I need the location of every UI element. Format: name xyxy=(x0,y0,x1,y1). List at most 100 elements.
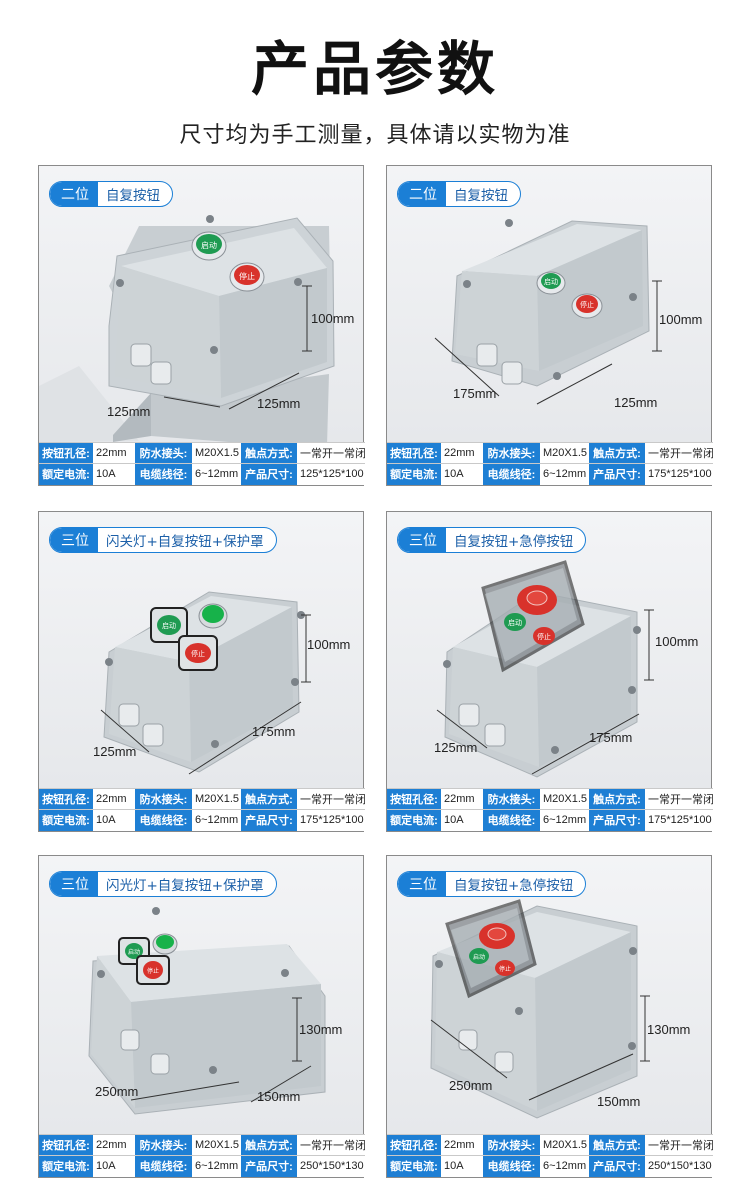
spec-value-contact: 一常开一常闭 xyxy=(645,442,713,464)
spec-label-cable: 电缆线径: xyxy=(135,1155,192,1177)
spec-value-size: 125*125*100 xyxy=(297,463,365,485)
start-button-label: 启动 xyxy=(201,240,217,250)
spec-label-current: 额定电流: xyxy=(387,1155,441,1177)
tag-level: 三位 xyxy=(398,872,446,896)
spec-label-current: 额定电流: xyxy=(39,1155,93,1177)
stop-button-label: 停止 xyxy=(239,271,255,281)
spec-value-hole: 22mm xyxy=(441,1134,483,1156)
spec-label-contact: 触点方式: xyxy=(589,442,645,464)
spec-value-gland: M20X1.5 xyxy=(192,442,241,464)
spec-label-current: 额定电流: xyxy=(39,463,93,485)
spec-value-current: 10A xyxy=(93,1155,135,1177)
spec-value-gland: M20X1.5 xyxy=(192,788,241,810)
spec-label-hole: 按钮孔径: xyxy=(387,442,441,464)
start-button-label: 启动 xyxy=(128,948,140,956)
product-tag: 三位 自复按钮+急停按钮 xyxy=(397,527,587,553)
spec-value-current: 10A xyxy=(93,809,135,831)
tag-level: 三位 xyxy=(50,872,98,896)
spec-label-contact: 触点方式: xyxy=(589,788,645,810)
depth-dimension: 150mm xyxy=(597,1094,641,1109)
height-dimension: 100mm xyxy=(311,311,355,326)
spec-label-size: 产品尺寸: xyxy=(241,463,297,485)
spec-label-contact: 触点方式: xyxy=(241,788,297,810)
tag-level: 二位 xyxy=(50,182,98,206)
product-photo: 启动 停止 三位 闪关灯+自复按钮+保护罩 100mm 125mm 175mm xyxy=(39,512,363,788)
spec-value-current: 10A xyxy=(441,463,483,485)
spec-label-cable: 电缆线径: xyxy=(483,809,540,831)
depth-dimension: 125mm xyxy=(614,395,658,410)
spec-value-contact: 一常开一常闭 xyxy=(297,788,365,810)
width-dimension: 125mm xyxy=(434,740,478,755)
spec-label-contact: 触点方式: xyxy=(589,1134,645,1156)
depth-dimension: 175mm xyxy=(589,730,633,745)
stop-button-label: 停止 xyxy=(191,649,205,658)
spec-table: 按钮孔径: 22mm 防水接头: M20X1.5 触点方式: 一常开一常闭 额定… xyxy=(39,788,365,831)
start-button-label: 启动 xyxy=(508,618,522,627)
spec-value-size: 250*150*130 xyxy=(297,1155,365,1177)
spec-value-hole: 22mm xyxy=(441,442,483,464)
spec-value-contact: 一常开一常闭 xyxy=(645,788,713,810)
enclosure-illustration: 启动 停止 xyxy=(39,215,335,442)
spec-label-gland: 防水接头: xyxy=(135,788,192,810)
product-tag: 二位 自复按钮 xyxy=(49,181,173,207)
width-dimension: 175mm xyxy=(453,386,497,401)
spec-label-current: 额定电流: xyxy=(387,809,441,831)
spec-label-size: 产品尺寸: xyxy=(589,463,645,485)
depth-dimension: 175mm xyxy=(252,724,296,739)
spec-label-cable: 电缆线径: xyxy=(483,1155,540,1177)
spec-label-cable: 电缆线径: xyxy=(135,809,192,831)
spec-label-hole: 按钮孔径: xyxy=(387,1134,441,1156)
product-photo: 启动 停止 二位 自复按钮 100mm 175mm 125mm xyxy=(387,166,711,442)
height-dimension: 130mm xyxy=(647,1022,691,1037)
spec-value-current: 10A xyxy=(441,809,483,831)
spec-table: 按钮孔径: 22mm 防水接头: M20X1.5 触点方式: 一常开一常闭 额定… xyxy=(387,1134,713,1177)
spec-value-hole: 22mm xyxy=(93,1134,135,1156)
spec-value-hole: 22mm xyxy=(93,442,135,464)
spec-value-hole: 22mm xyxy=(93,788,135,810)
spec-value-gland: M20X1.5 xyxy=(540,1134,589,1156)
spec-value-current: 10A xyxy=(441,1155,483,1177)
depth-dimension: 125mm xyxy=(257,396,301,411)
spec-value-hole: 22mm xyxy=(441,788,483,810)
spec-value-size: 175*125*100 xyxy=(297,809,365,831)
spec-label-hole: 按钮孔径: xyxy=(39,788,93,810)
width-dimension: 250mm xyxy=(95,1084,139,1099)
spec-table: 按钮孔径: 22mm 防水接头: M20X1.5 触点方式: 一常开一常闭 额定… xyxy=(387,442,713,485)
product-card-5: 启动 停止 三位 闪光灯+自复按钮+保护罩 130mm 250mm 150mm … xyxy=(38,855,365,1178)
product-photo: 启动 停止 三位 闪光灯+自复按钮+保护罩 130mm 250mm 150mm xyxy=(39,856,363,1134)
spec-value-cable: 6~12mm xyxy=(192,809,241,831)
enclosure-illustration: 启动 停止 xyxy=(88,907,326,1115)
stop-button-label: 停止 xyxy=(499,965,511,973)
spec-value-gland: M20X1.5 xyxy=(192,1134,241,1156)
spec-label-hole: 按钮孔径: xyxy=(387,788,441,810)
spec-value-contact: 一常开一常闭 xyxy=(645,1134,713,1156)
enclosure-illustration: 启动 停止 xyxy=(100,591,311,775)
spec-label-cable: 电缆线径: xyxy=(135,463,192,485)
product-card-1: 启动 停止 二位 自复按钮 100mm 125mm 125mm 按钮孔径: 22… xyxy=(38,165,365,486)
depth-dimension: 150mm xyxy=(257,1089,301,1104)
spec-table: 按钮孔径: 22mm 防水接头: M20X1.5 触点方式: 一常开一常闭 额定… xyxy=(387,788,713,831)
product-photo: 启动 停止 二位 自复按钮 100mm 125mm 125mm xyxy=(39,166,363,442)
page-title: 产品参数 xyxy=(250,35,499,103)
width-dimension: 125mm xyxy=(107,404,151,419)
tag-description: 闪光灯+自复按钮+保护罩 xyxy=(106,878,264,894)
spec-table: 按钮孔径: 22mm 防水接头: M20X1.5 触点方式: 一常开一常闭 额定… xyxy=(39,1134,365,1177)
spec-label-gland: 防水接头: xyxy=(483,442,540,464)
start-button-label: 启动 xyxy=(544,277,558,286)
spec-label-size: 产品尺寸: xyxy=(241,1155,297,1177)
tag-description: 自复按钮+急停按钮 xyxy=(454,534,574,550)
spec-value-current: 10A xyxy=(93,463,135,485)
spec-value-cable: 6~12mm xyxy=(192,1155,241,1177)
spec-label-gland: 防水接头: xyxy=(135,442,192,464)
enclosure-illustration: 启动 停止 xyxy=(430,899,650,1119)
spec-label-size: 产品尺寸: xyxy=(589,1155,645,1177)
spec-label-contact: 触点方式: xyxy=(241,1134,297,1156)
spec-label-contact: 触点方式: xyxy=(241,442,297,464)
spec-label-hole: 按钮孔径: xyxy=(39,1134,93,1156)
spec-value-size: 175*125*100 xyxy=(645,809,713,831)
product-tag: 三位 闪关灯+自复按钮+保护罩 xyxy=(49,527,277,553)
height-dimension: 100mm xyxy=(307,637,351,652)
spec-value-cable: 6~12mm xyxy=(192,463,241,485)
product-photo: 启动 停止 三位 自复按钮+急停按钮 100mm 125mm 175mm xyxy=(387,512,711,788)
product-card-6: 启动 停止 三位 自复按钮+急停按钮 130mm 250mm 150mm 按钮孔… xyxy=(386,855,713,1178)
